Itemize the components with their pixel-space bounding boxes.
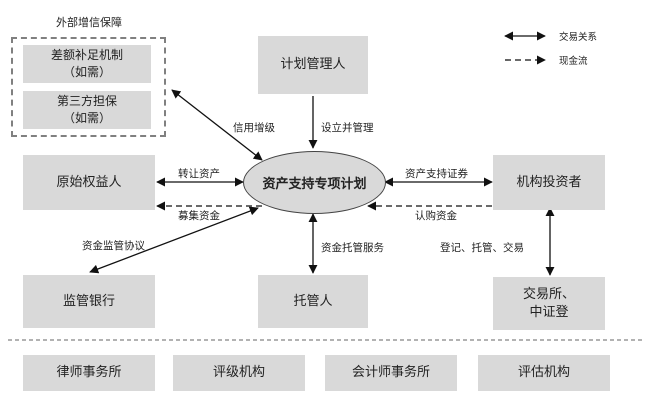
- abs-plan-ellipse: 资产支持专项计划: [243, 151, 386, 214]
- subscription-funds-label: 认购资金: [415, 210, 457, 222]
- law-firm-box: 律师事务所: [23, 355, 155, 391]
- establish-manage-label: 设立并管理: [321, 122, 374, 134]
- custodian-box: 托管人: [258, 275, 368, 328]
- third-party-guarantee-box: 第三方担保 （如需）: [23, 91, 151, 129]
- institutional-investors-box: 机构投资者: [493, 155, 605, 210]
- register-trade-label: 登记、托管、交易: [440, 242, 524, 254]
- external-credit-title: 外部增信保障: [56, 16, 122, 29]
- shortfall-line1: 差额补足机制: [50, 48, 123, 62]
- external-credit-frame: [11, 37, 166, 137]
- fund-custody-label: 资金托管服务: [321, 242, 384, 254]
- original-owner-box: 原始权益人: [23, 155, 155, 210]
- raise-funds-label: 募集资金: [178, 210, 220, 222]
- exchange-box: 交易所、 中证登: [493, 277, 605, 330]
- transfer-assets-label: 转让资产: [178, 168, 220, 180]
- exchange-line2: 中证登: [529, 304, 569, 320]
- shortfall-mechanism-box: 差额补足机制 （如需）: [23, 45, 151, 83]
- fund-supervision-arrow: [89, 206, 259, 274]
- appraisal-agency-box: 评估机构: [478, 355, 610, 391]
- legend-transaction-label: 交易关系: [559, 32, 598, 43]
- supervisory-bank-box: 监管银行: [23, 275, 155, 328]
- guarantee-line2: （如需）: [62, 111, 111, 125]
- rating-agency-box: 评级机构: [173, 355, 305, 391]
- fund-supervision-label: 资金监管协议: [82, 240, 145, 252]
- exchange-line1: 交易所、: [522, 286, 575, 302]
- abs-securities-label: 资产支持证券: [405, 168, 468, 180]
- credit-enhancement-label: 信用增级: [233, 122, 275, 134]
- credit-enhancement-arrow: [171, 89, 263, 161]
- legend-cashflow-label: 现金流: [559, 56, 588, 67]
- accounting-firm-box: 会计师事务所: [325, 355, 457, 391]
- plan-manager-box: 计划管理人: [258, 36, 368, 94]
- shortfall-line2: （如需）: [62, 65, 111, 79]
- guarantee-line1: 第三方担保: [56, 94, 117, 108]
